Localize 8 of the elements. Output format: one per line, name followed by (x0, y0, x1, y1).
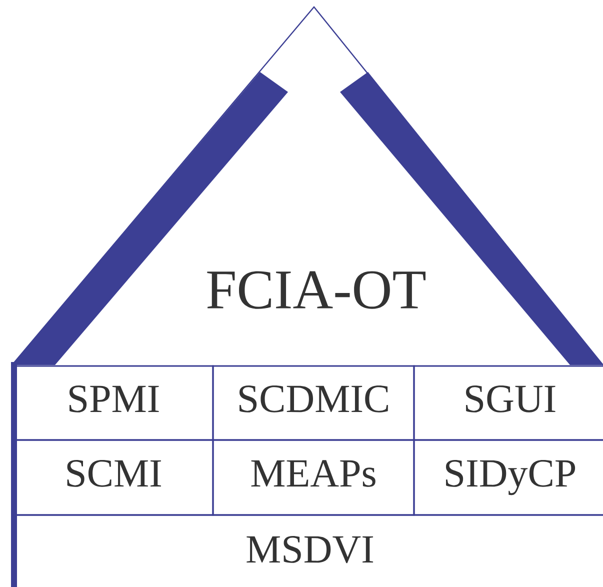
table-cell: MSDVI (13, 514, 603, 587)
table-cell: SGUI (413, 365, 603, 441)
table-cell: MEAPs (212, 439, 415, 516)
roof-triangle: FCIA-OT (12, 6, 603, 366)
table-cell: SCDMIC (212, 365, 415, 441)
table-cell: SIDyCP (413, 439, 603, 516)
table-cell: SCMI (13, 439, 214, 516)
table-cell: SPMI (13, 365, 214, 441)
